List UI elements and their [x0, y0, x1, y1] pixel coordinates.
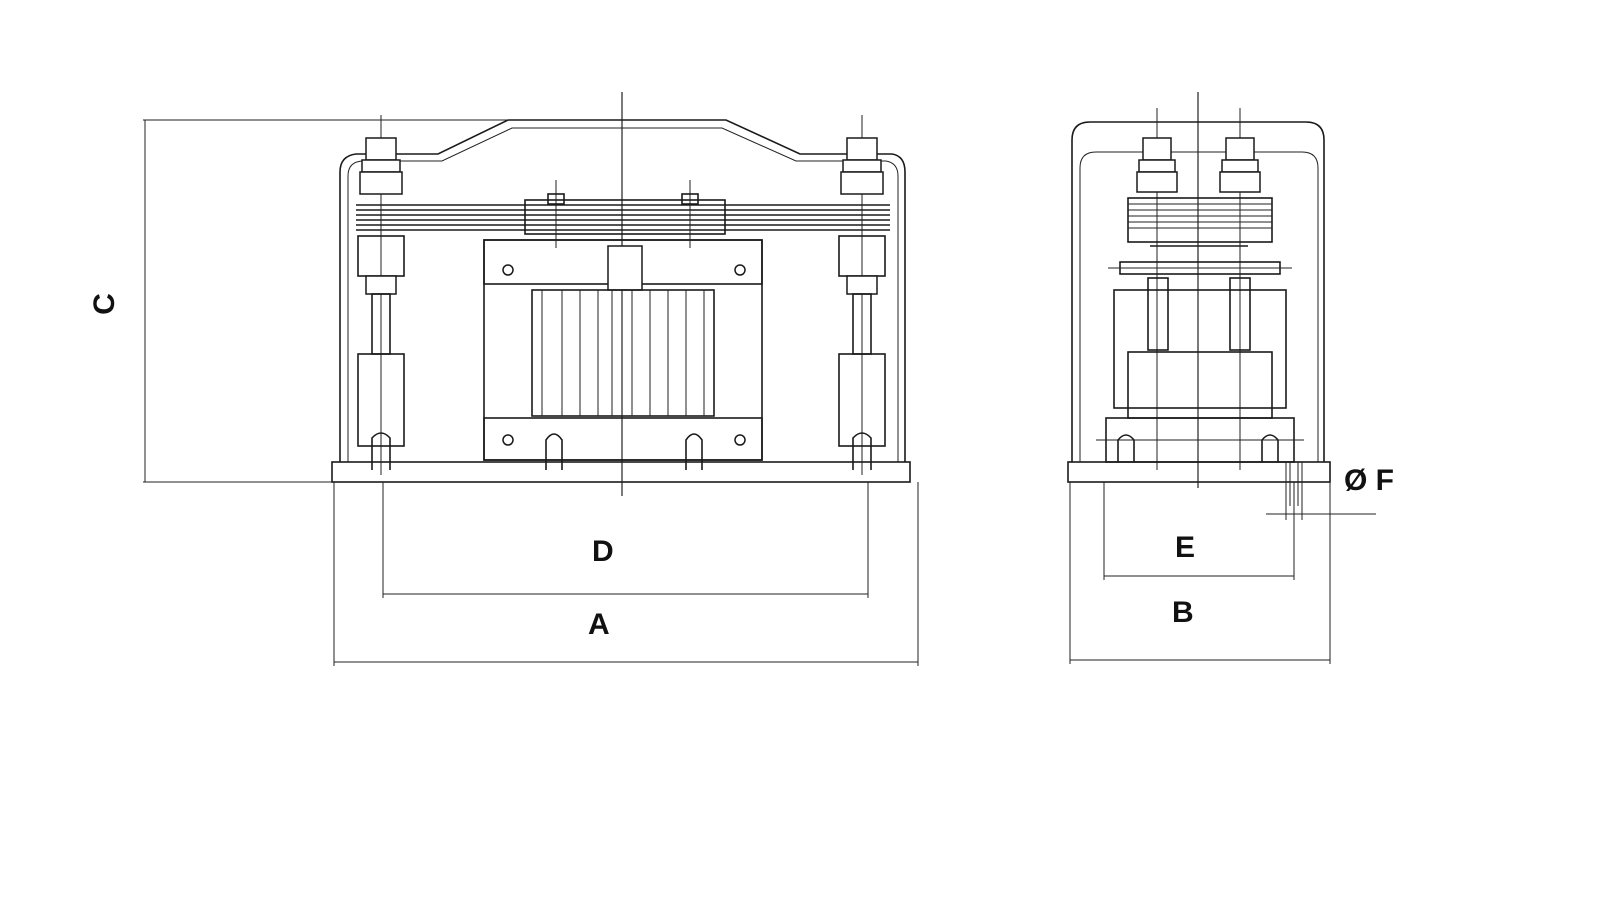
- front-view: [143, 92, 919, 666]
- dimension-f: [1266, 462, 1376, 520]
- label-d: D: [592, 535, 614, 568]
- side-bolts: [1136, 108, 1261, 470]
- side-base-plate: [1067, 461, 1331, 483]
- side-view: [1067, 92, 1376, 664]
- label-b: B: [1172, 596, 1194, 629]
- front-left-column: [357, 115, 405, 475]
- dimension-a: [333, 482, 919, 666]
- label-a: A: [588, 608, 610, 641]
- side-cover-hood: [1071, 121, 1325, 462]
- side-motor-housing: [1096, 277, 1304, 463]
- dimension-e: [1103, 482, 1295, 580]
- label-e: E: [1175, 531, 1196, 564]
- label-f: Ø F: [1344, 464, 1394, 497]
- dimension-d: [382, 482, 869, 598]
- dimension-c: [143, 119, 508, 483]
- label-c: C: [87, 293, 121, 315]
- front-motor-housing: [483, 180, 763, 470]
- front-base-plate: [331, 461, 911, 483]
- front-right-column: [838, 115, 886, 475]
- side-spring-pack: [1108, 197, 1292, 275]
- front-cover-hood: [339, 119, 906, 462]
- front-spring-leaves: [356, 199, 890, 235]
- dimension-b: [1069, 482, 1331, 664]
